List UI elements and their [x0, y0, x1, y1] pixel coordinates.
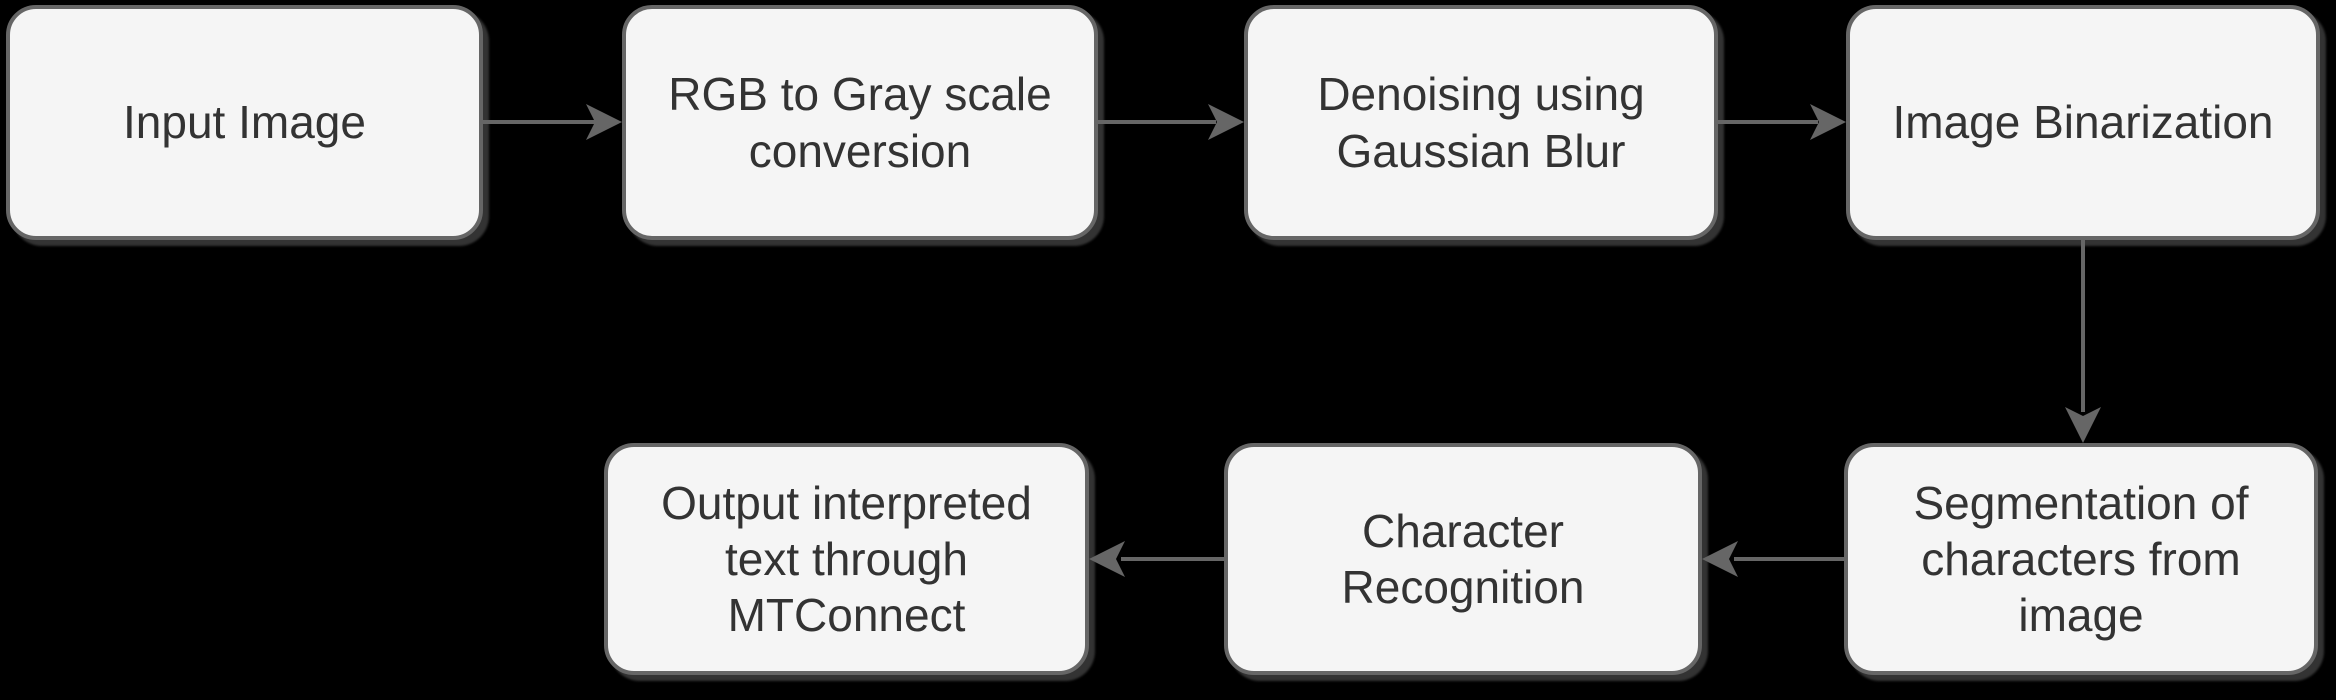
arrow-line: [1121, 557, 1224, 561]
arrowhead-left-icon: [1089, 541, 1125, 577]
arrow-line: [2081, 240, 2085, 412]
node-rgb-to-gray-conversion: RGB to Gray scale conversion: [622, 5, 1098, 240]
node-segmentation-of-characters: Segmentation of characters from image: [1844, 443, 2318, 675]
node-label: Character Recognition: [1341, 504, 1585, 613]
node-input-image: Input Image: [6, 5, 483, 240]
arrowhead-down-icon: [2065, 407, 2101, 443]
node-image-binarization: Image Binarization: [1846, 5, 2320, 240]
node-character-recognition: Character Recognition: [1224, 443, 1702, 675]
node-label: RGB to Gray scale conversion: [668, 68, 1052, 177]
node-denoising-gaussian-blur: Denoising using Gaussian Blur: [1244, 5, 1718, 240]
node-label: Segmentation of characters from image: [1913, 476, 2249, 642]
arrow-line: [1718, 120, 1818, 124]
arrow-line: [1098, 120, 1216, 124]
node-label: Image Binarization: [1892, 96, 2274, 149]
arrowhead-left-icon: [1702, 541, 1738, 577]
arrow-line: [1734, 557, 1844, 561]
node-label: Input Image: [123, 96, 366, 149]
arrow-line: [483, 120, 595, 124]
node-output-mtconnect: Output interpreted text through MTConnec…: [604, 443, 1089, 675]
node-label: Output interpreted text through MTConnec…: [661, 476, 1032, 642]
node-label: Denoising using Gaussian Blur: [1317, 68, 1645, 177]
